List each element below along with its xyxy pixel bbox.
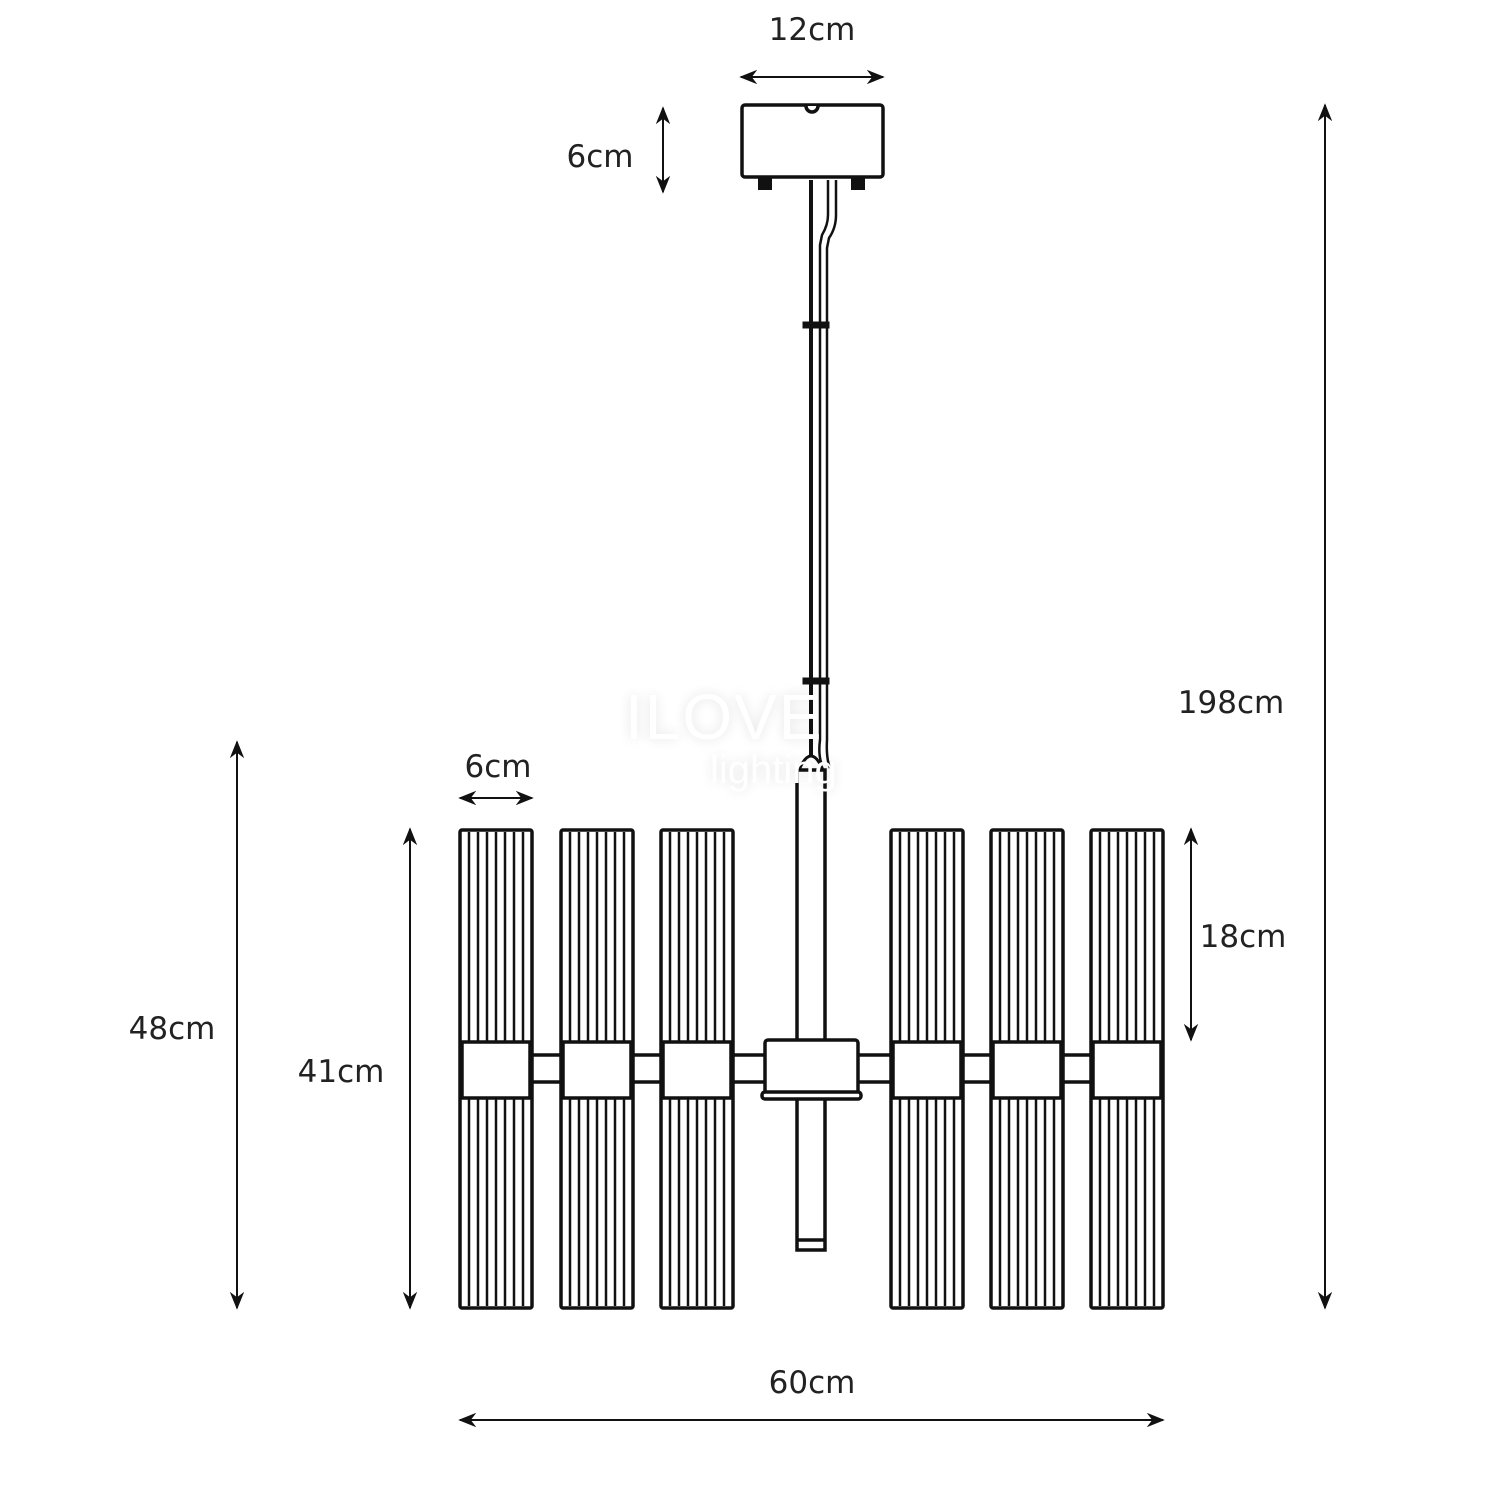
dimension-lines — [229, 69, 1333, 1428]
shade-1 — [458, 828, 534, 1310]
overall-drop-label: 198cm — [1177, 685, 1285, 721]
shade-collar — [991, 1040, 1063, 1100]
central-hub — [760, 1038, 863, 1101]
canopy-width-label: 12cm — [768, 12, 856, 48]
shade-2 — [559, 828, 635, 1310]
shade-collar — [891, 1040, 963, 1100]
shades — [458, 828, 1165, 1310]
canopy-height-label: 6cm — [566, 139, 634, 175]
central-stem — [795, 768, 827, 1252]
shade-width-label: 6cm — [464, 749, 532, 785]
suspension-rod — [796, 180, 838, 772]
shade-span-height-label: 41cm — [297, 1054, 385, 1090]
upper-shade-height-label: 18cm — [1199, 919, 1287, 955]
overall-width-label: 60cm — [768, 1365, 856, 1401]
ceiling-canopy — [740, 103, 885, 190]
fixture-height-label: 48cm — [128, 1011, 216, 1047]
shade-6 — [1089, 828, 1165, 1310]
shade-collar — [460, 1040, 532, 1100]
shade-collar — [661, 1040, 733, 1100]
shade-5 — [989, 828, 1065, 1310]
shade-collar — [561, 1040, 633, 1100]
shade-3 — [659, 828, 735, 1310]
shade-collar — [1091, 1040, 1163, 1100]
shade-4 — [889, 828, 965, 1310]
